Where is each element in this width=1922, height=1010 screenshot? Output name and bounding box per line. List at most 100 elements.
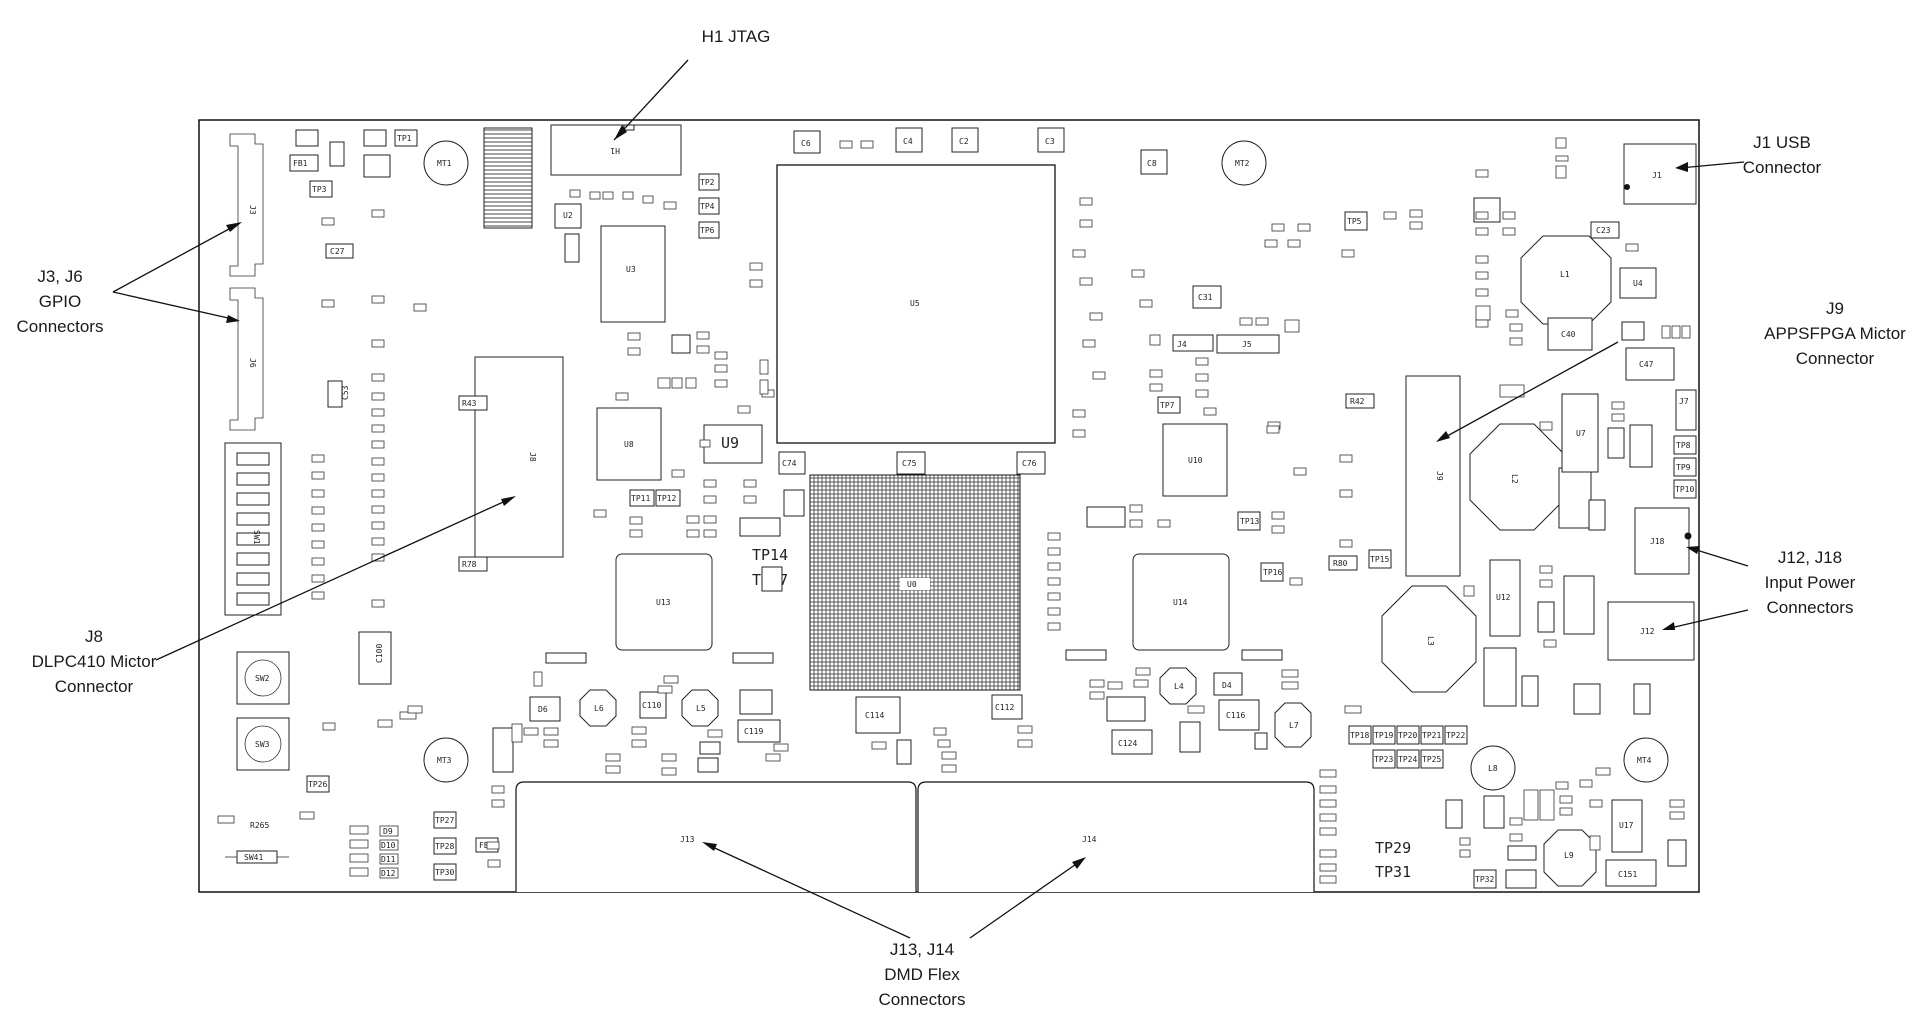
l7-inductor: [1274, 702, 1312, 748]
callout-j9: J9 APPSFPGA Mictor Connector: [1764, 299, 1906, 368]
u3-label: U3: [626, 265, 636, 274]
sw2-label: SW2: [255, 674, 270, 683]
tp3-pad: [309, 180, 333, 198]
u2-part: [554, 203, 582, 229]
callout-j9-line2: APPSFPGA Mictor: [1764, 324, 1906, 343]
d6-label: D6: [538, 705, 548, 714]
tp27-label: TP27: [435, 816, 454, 825]
c70-part: [1629, 424, 1653, 468]
j14-label: J14: [1082, 835, 1097, 844]
callout-j13j14: J13, J14 DMD Flex Connectors: [879, 940, 966, 1009]
passive-column-left: [311, 209, 427, 731]
u13-chip: [615, 553, 713, 651]
c110-part: [639, 691, 667, 719]
j3-label: J3: [248, 205, 257, 215]
tp16-label: TP16: [1263, 568, 1282, 577]
tp21-label: TP21: [1422, 731, 1441, 740]
h1-heatsink-area: [483, 127, 533, 229]
tp9-pad: [1673, 457, 1697, 477]
l1-inductor: [1520, 235, 1612, 325]
j7-label: J7: [1679, 397, 1689, 406]
tp29-label: TP29: [1375, 839, 1411, 857]
sw-small: [1507, 845, 1537, 861]
tp6-pad: [698, 221, 720, 239]
c-tall-3: [1483, 647, 1517, 707]
c40-label: C40: [1561, 330, 1576, 339]
fb1-label: FB1: [293, 159, 308, 168]
rn4-part: [732, 652, 774, 664]
tp20-label: TP20: [1398, 731, 1417, 740]
c47-part: [1625, 347, 1675, 381]
mt1-label: MT1: [437, 159, 452, 168]
c3-part: [1037, 127, 1065, 153]
c27-label: C27: [330, 247, 345, 256]
tp14-label: TP14: [752, 546, 788, 564]
u15-part: [1633, 683, 1651, 715]
u14-label: U14: [1173, 598, 1188, 607]
c151-part: [1605, 859, 1657, 887]
c74-label: C74: [782, 459, 797, 468]
sw1-label: SW1: [252, 530, 261, 545]
l8-inductor: [1470, 745, 1516, 791]
tp28-label: TP28: [435, 842, 454, 851]
c75-part: [896, 451, 926, 475]
j6-connector: [229, 287, 264, 431]
tp8-pad: [1673, 435, 1697, 455]
j18-label: J18: [1650, 537, 1665, 546]
c47-label: C47: [1639, 360, 1654, 369]
bottom-left-parts: [349, 825, 399, 879]
tp23-label: TP23: [1374, 755, 1393, 764]
u7-chip: [1561, 393, 1599, 473]
d-horiz: [1505, 869, 1537, 889]
tp2-pad: [698, 173, 720, 191]
tp26-label: TP26: [308, 780, 327, 789]
c5-part: [363, 129, 387, 147]
fb-vert: [1521, 675, 1539, 707]
c-part-dark: [739, 689, 773, 715]
callout-j1: J1 USB Connector: [1743, 133, 1822, 177]
c8-part: [1140, 149, 1168, 175]
h1-jtag-header: [550, 124, 682, 176]
c110-label: C110: [642, 701, 661, 710]
c2-label: C2: [959, 137, 969, 146]
j9-mictor-connector: [1405, 375, 1461, 577]
r42-label: R42: [1350, 397, 1365, 406]
c27-part: [325, 243, 354, 259]
mt2-label: MT2: [1235, 159, 1250, 168]
c4-label: C4: [903, 137, 913, 146]
dip-switch-positions: [236, 452, 270, 606]
callout-j3j6-line1: J3, J6: [37, 267, 82, 286]
l3-inductor: [1381, 585, 1477, 693]
tp17-pad: [761, 566, 783, 592]
sw3-button: [236, 717, 290, 771]
j3-connector: [229, 133, 264, 277]
c112-label: C112: [995, 703, 1014, 712]
d12-label: D12: [381, 869, 396, 878]
callout-j12j18-line3: Connectors: [1767, 598, 1854, 617]
callout-j8-line1: J8: [85, 627, 103, 646]
tp18-label: TP18: [1350, 731, 1369, 740]
c-small-1: [295, 129, 319, 147]
j18-power-connector: [1634, 507, 1690, 575]
tp19-label: TP19: [1374, 731, 1393, 740]
u10-label: U10: [1188, 456, 1203, 465]
j4-connector: [1172, 334, 1214, 352]
tp8-label: TP8: [1676, 441, 1691, 450]
tp32-label: TP32: [1475, 875, 1494, 884]
l7-label: L7: [1289, 721, 1299, 730]
j6-label: J6: [248, 358, 257, 368]
fb1-part: [289, 154, 319, 172]
c119-label: C119: [744, 727, 763, 736]
callout-j12j18-line2: Input Power: [1765, 573, 1856, 592]
callout-j13j14-line2: DMD Flex: [884, 965, 960, 984]
d8-part: [697, 757, 719, 773]
l1-label: L1: [1560, 270, 1570, 279]
callout-j1-line2: Connector: [1743, 158, 1822, 177]
l9-inductor: [1543, 829, 1597, 887]
callout-j1-line1: J1 USB: [1753, 133, 1811, 152]
c124-part: [1111, 729, 1153, 755]
c83-part: [783, 489, 805, 517]
callout-j3j6: J3, J6 GPIO Connectors: [17, 267, 104, 336]
fb3-part: [699, 741, 721, 755]
